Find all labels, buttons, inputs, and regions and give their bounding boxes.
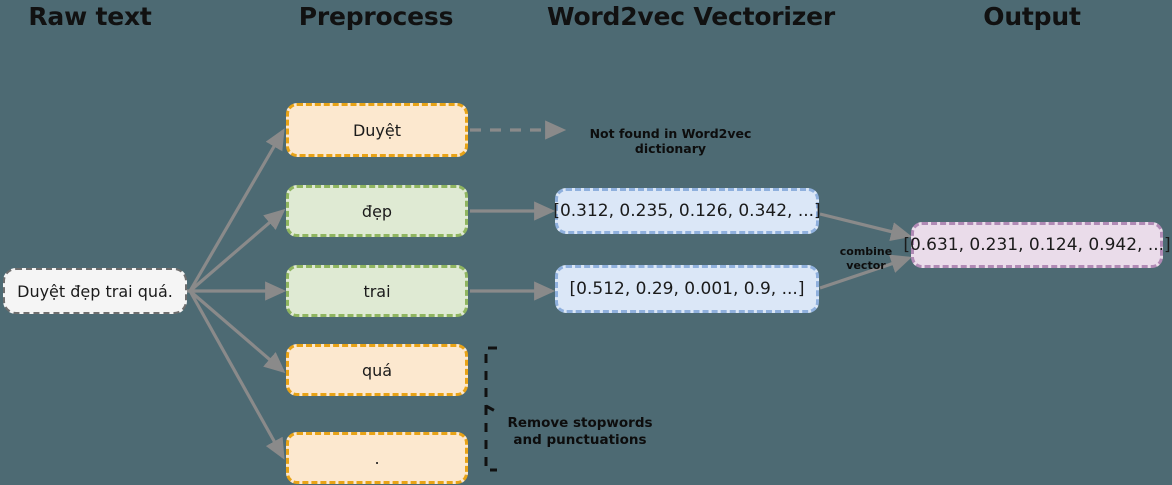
stopword-brace [484, 346, 498, 472]
vector-value: [0.512, 0.29, 0.001, 0.9, ...] [569, 279, 805, 299]
raw-text-node[interactable]: Duyệt đẹp trai quá. [3, 268, 187, 314]
token-node-trai[interactable]: trai [286, 265, 468, 317]
vector-value: [0.312, 0.235, 0.126, 0.342, ...] [553, 201, 821, 221]
fanout-connectors [168, 128, 287, 460]
annotation-combine-vector: combine vector [828, 231, 904, 272]
column-header-preprocess: Preprocess [286, 2, 466, 31]
token-node-dep[interactable]: đẹp [286, 185, 468, 237]
header-label: Output [983, 2, 1081, 31]
column-header-output: Output [932, 2, 1132, 31]
token-label: trai [363, 281, 391, 301]
token-node-punctuation[interactable]: . [286, 432, 468, 484]
token-label: Duyệt [352, 120, 402, 140]
vector-node-dep[interactable]: [0.312, 0.235, 0.126, 0.342, ...] [553, 188, 821, 234]
token-label: đẹp [361, 201, 393, 221]
token-label: . [374, 448, 380, 468]
column-header-raw-text: Raw text [0, 2, 180, 31]
annotation-text: Remove stopwords and punctuations [507, 414, 653, 448]
token-node-duyet[interactable]: Duyệt [286, 103, 468, 157]
header-label: Preprocess [298, 2, 454, 31]
header-label: Raw text [28, 2, 152, 31]
output-vector-value: [0.631, 0.231, 0.124, 0.942, ...] [903, 235, 1171, 255]
annotation-remove-stopwords: Remove stopwords and punctuations [505, 398, 655, 449]
raw-text-value: Duyệt đẹp trai quá. [17, 281, 173, 301]
column-header-word2vec-vectorizer: Word2vec Vectorizer [541, 2, 841, 31]
vector-node-trai[interactable]: [0.512, 0.29, 0.001, 0.9, ...] [555, 265, 819, 313]
token-node-qua[interactable]: quá [286, 344, 468, 396]
header-label: Word2vec Vectorizer [546, 2, 836, 31]
output-vector-node[interactable]: [0.631, 0.231, 0.124, 0.942, ...] [903, 222, 1171, 268]
annotation-not-found: Not found in Word2vec dictionary [563, 110, 778, 157]
annotation-text: combine vector [839, 244, 893, 272]
token-label: quá [361, 360, 393, 380]
annotation-text: Not found in Word2vec dictionary [589, 125, 752, 157]
